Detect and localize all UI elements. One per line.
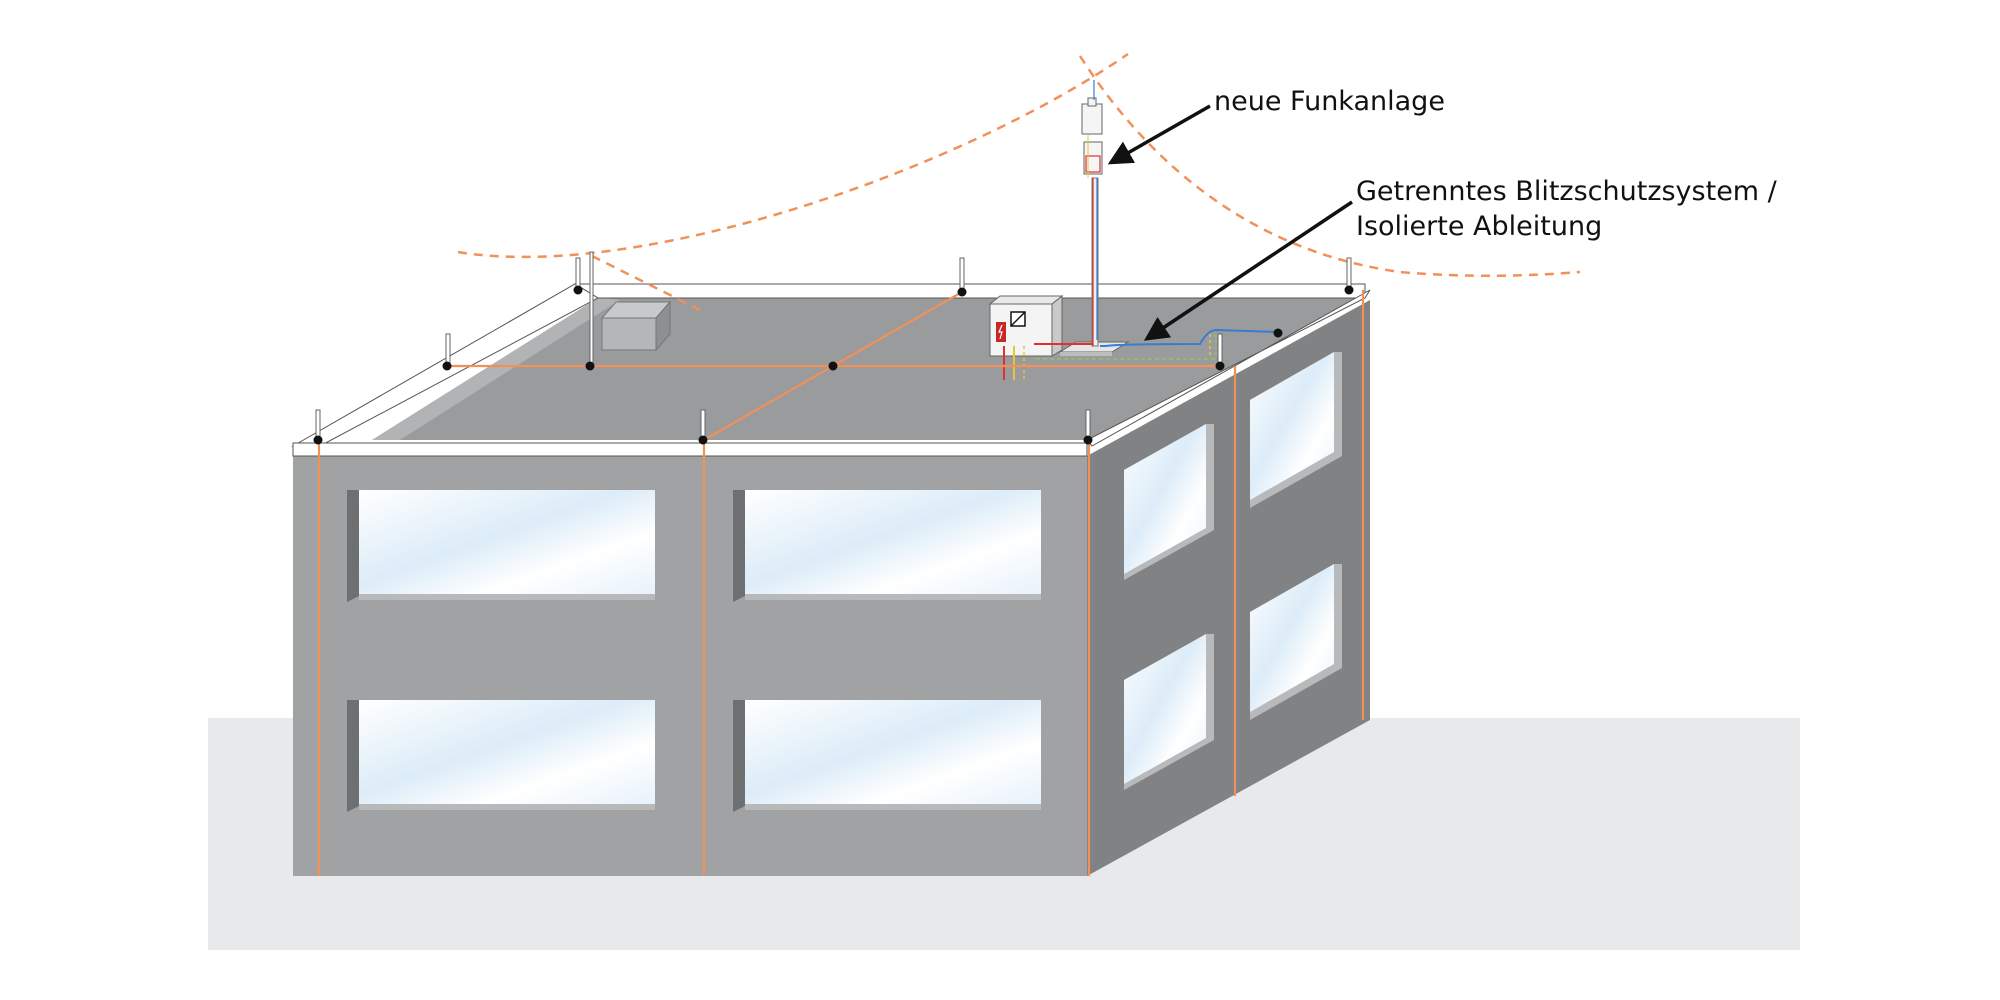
antenna-arrow-icon — [1107, 104, 1211, 165]
lightning-protection-label: Getrenntes Blitzschutzsystem / Isolierte… — [1356, 174, 1777, 244]
roof-cabling — [1003, 328, 1279, 380]
front-windows — [347, 490, 1041, 812]
lightning-protection-label-line1: Getrenntes Blitzschutzsystem / — [1356, 176, 1777, 207]
antenna-mast — [1091, 177, 1099, 347]
connection-points — [313, 285, 1354, 445]
parapet-right — [1086, 289, 1371, 447]
lps-arrow-icon — [1143, 200, 1353, 341]
side-windows — [1124, 352, 1342, 790]
distribution-cabinet — [988, 294, 1064, 357]
parapet-front — [292, 442, 1088, 457]
parapet-back — [573, 283, 1366, 299]
rooftop-hvac-unit — [600, 300, 672, 352]
antenna-icon — [1081, 80, 1103, 178]
leader-arrows — [1107, 104, 1353, 341]
antenna-label: neue Funkanlage — [1214, 86, 1445, 117]
roof-inner-shadow — [372, 298, 620, 440]
protection-zone-arcs — [457, 52, 1581, 312]
lightning-protection-label-line2: Isolierte Ableitung — [1356, 211, 1603, 242]
